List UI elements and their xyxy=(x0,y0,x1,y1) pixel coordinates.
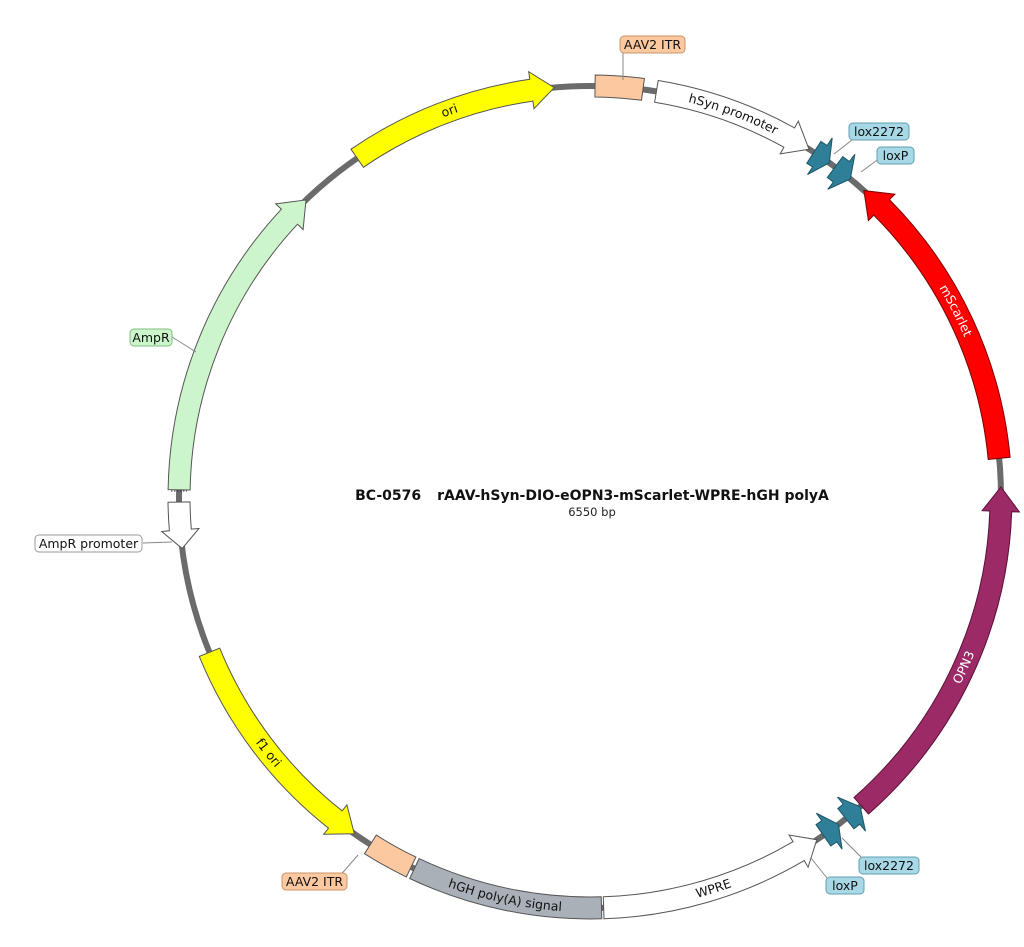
lox2272-top-leader xyxy=(833,139,853,155)
f1-ori-feature[interactable] xyxy=(198,647,355,835)
loxp-bottom-feature[interactable] xyxy=(815,812,843,850)
svg-text:lox2272: lox2272 xyxy=(854,124,904,139)
opn3-feature[interactable] xyxy=(853,486,1021,815)
plasmid-title: BC-0576 rAAV-hSyn-DIO-eOPN3-mScarlet-WPRE… xyxy=(355,488,829,504)
amp-promoter-feature[interactable] xyxy=(160,501,201,550)
itr-top-tag[interactable]: AAV2 ITR xyxy=(619,35,686,54)
svg-text:AmpR promoter: AmpR promoter xyxy=(39,536,139,551)
svg-text:lox2272: lox2272 xyxy=(864,858,914,873)
itr-bottom-feature[interactable] xyxy=(363,834,417,878)
itr-top-feature[interactable] xyxy=(594,74,645,101)
lox2272-top-tag[interactable]: lox2272 xyxy=(848,122,910,141)
svg-text:loxP: loxP xyxy=(832,878,858,893)
amp-promoter-leader xyxy=(142,541,173,544)
loxp-top-feature[interactable] xyxy=(826,153,856,190)
ori-label: ori xyxy=(439,100,460,120)
loxp-bottom-leader xyxy=(810,857,828,879)
ampr-tag[interactable]: AmpR xyxy=(129,328,173,347)
ori-feature[interactable] xyxy=(350,70,555,168)
hsyn-promoter-feature[interactable] xyxy=(654,79,810,155)
ampr-leader xyxy=(171,336,197,353)
hgh-polya-feature[interactable] xyxy=(409,857,603,920)
amp-promoter-tag[interactable]: AmpR promoter xyxy=(34,534,143,553)
lox2272-bottom-tag[interactable]: lox2272 xyxy=(858,856,920,875)
ampr-feature[interactable] xyxy=(167,199,307,491)
itr-bottom-tag[interactable]: AAV2 ITR xyxy=(281,872,348,891)
wpre-feature[interactable] xyxy=(602,834,818,920)
svg-text:AmpR: AmpR xyxy=(132,330,170,345)
lox2272-top-feature[interactable] xyxy=(806,137,833,176)
loxp-top-tag[interactable]: loxP xyxy=(876,146,915,165)
plasmid-id: BC-0576 xyxy=(355,488,421,504)
loxp-bottom-tag[interactable]: loxP xyxy=(825,876,865,895)
plasmid-length: 6550 bp xyxy=(568,505,616,519)
plasmid-name: rAAV-hSyn-DIO-eOPN3-mScarlet-WPRE-hGH po… xyxy=(437,488,829,504)
lox2272-bottom-leader xyxy=(841,837,863,859)
svg-text:loxP: loxP xyxy=(883,148,909,163)
svg-text:AAV2 ITR: AAV2 ITR xyxy=(286,874,343,889)
lox2272-bottom-feature[interactable] xyxy=(837,796,866,832)
svg-text:AAV2 ITR: AAV2 ITR xyxy=(624,37,681,52)
mscarlet-feature[interactable] xyxy=(863,190,1011,460)
